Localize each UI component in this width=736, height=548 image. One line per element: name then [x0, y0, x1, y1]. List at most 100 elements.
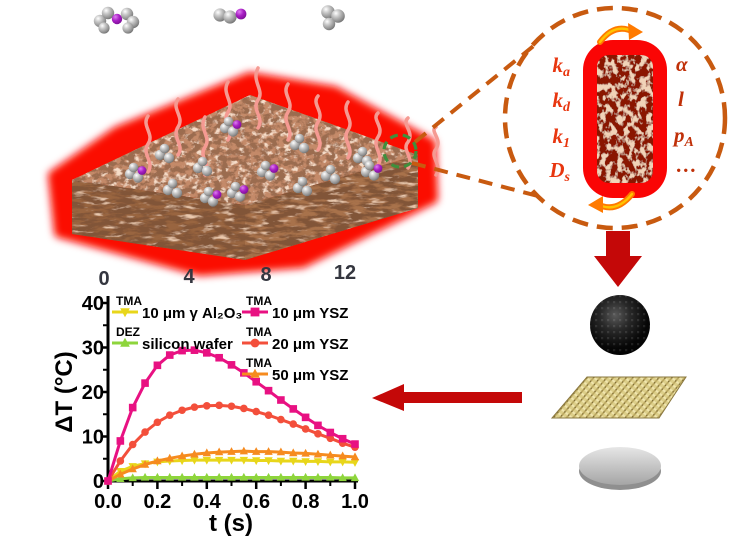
inset-arrow-top-icon	[597, 23, 643, 45]
param-k1: k1	[553, 124, 571, 151]
marker	[227, 447, 236, 455]
marker	[140, 459, 150, 468]
y-tick-label: 10	[82, 427, 104, 449]
marker	[301, 472, 310, 481]
squiggle	[314, 94, 322, 152]
inset-arrow-bottom-icon	[588, 191, 635, 213]
marker	[326, 472, 335, 481]
marker	[120, 308, 130, 318]
down-arrow-icon	[594, 231, 642, 287]
marker	[227, 456, 236, 465]
inset-params-right: α l pA …	[672, 52, 697, 177]
marker	[314, 430, 322, 438]
chart-ylabel: ΔT (°C)	[51, 351, 78, 433]
marker	[289, 420, 298, 428]
inset: ka kd k1 Ds α l pA …	[502, 5, 728, 231]
x-tick-label: 0.6	[242, 491, 270, 513]
x-tick-label: 1.0	[341, 491, 369, 513]
marker	[350, 459, 360, 467]
marker	[190, 456, 199, 465]
mesh-grid	[550, 376, 687, 419]
inset-params-left: ka kd k1 Ds	[548, 53, 571, 185]
marker	[313, 472, 323, 481]
marker	[350, 473, 360, 482]
marker	[289, 448, 298, 457]
y-tick-label: 40	[82, 293, 104, 315]
marker	[140, 472, 150, 481]
marker	[165, 453, 174, 462]
marker	[338, 434, 347, 443]
squiggle	[374, 111, 382, 167]
legend-header: TMA	[246, 356, 272, 370]
marker	[214, 472, 224, 481]
marker	[250, 307, 260, 317]
scale-number: 8	[260, 264, 271, 286]
marker	[165, 472, 174, 481]
inset-dashed-circle	[502, 5, 728, 231]
marker	[177, 451, 187, 460]
marker	[276, 457, 286, 466]
left-arrow-icon	[372, 384, 522, 411]
marker	[301, 448, 310, 457]
marker	[214, 456, 224, 465]
marker	[214, 447, 224, 456]
marker	[190, 346, 199, 354]
legend-header: TMA	[116, 294, 142, 308]
marker	[116, 437, 125, 445]
marker	[313, 458, 323, 466]
marker	[141, 379, 149, 387]
legend-header: TMA	[246, 325, 272, 339]
param-etc: …	[676, 153, 697, 177]
marker	[165, 411, 174, 419]
marker	[350, 452, 360, 461]
marker	[301, 425, 310, 433]
marker	[250, 368, 260, 378]
legend-label: 10 μm γ Al₂O₃	[142, 305, 242, 322]
marker	[252, 457, 261, 466]
marker	[264, 457, 273, 466]
marker	[252, 407, 260, 416]
marker	[153, 361, 162, 370]
scale-bar: 0 4 8 12	[98, 262, 356, 290]
marker	[203, 401, 211, 410]
zoom-region-circle	[382, 133, 418, 169]
marker	[276, 472, 286, 481]
marker	[338, 451, 347, 460]
marker	[264, 411, 273, 419]
marker	[178, 406, 186, 415]
squiggle	[344, 100, 352, 160]
marker	[177, 472, 187, 481]
squiggle	[404, 116, 412, 170]
marker	[239, 456, 249, 465]
marker	[301, 458, 310, 466]
param-pa: pA	[672, 123, 694, 150]
x-tick-label: 0.4	[193, 491, 222, 513]
y-tick-label: 20	[82, 382, 104, 404]
wafer-disk	[579, 447, 661, 490]
marker	[203, 349, 211, 357]
marker	[239, 472, 249, 481]
zoom-guide-line-top	[413, 42, 538, 144]
marker	[289, 405, 298, 413]
squiggle	[144, 114, 152, 174]
marker	[289, 457, 298, 466]
marker	[190, 403, 199, 411]
marker	[165, 351, 174, 359]
param-ka: ka	[553, 53, 571, 80]
x-tick-label: 0.2	[143, 491, 171, 513]
legend-label: silicon wafer	[142, 336, 233, 353]
param-kd: kd	[553, 88, 572, 115]
marker	[128, 473, 137, 482]
marker	[116, 469, 125, 478]
y-tick-label: 0	[93, 471, 104, 493]
marker	[351, 440, 359, 448]
marker	[326, 428, 335, 437]
marker	[326, 434, 335, 443]
marker	[128, 403, 137, 412]
tma-molecule-icon	[213, 8, 247, 24]
marker	[215, 353, 223, 362]
param-alpha: α	[676, 52, 688, 76]
marker	[190, 472, 199, 481]
marker	[202, 456, 211, 465]
zoom-link	[382, 42, 539, 198]
